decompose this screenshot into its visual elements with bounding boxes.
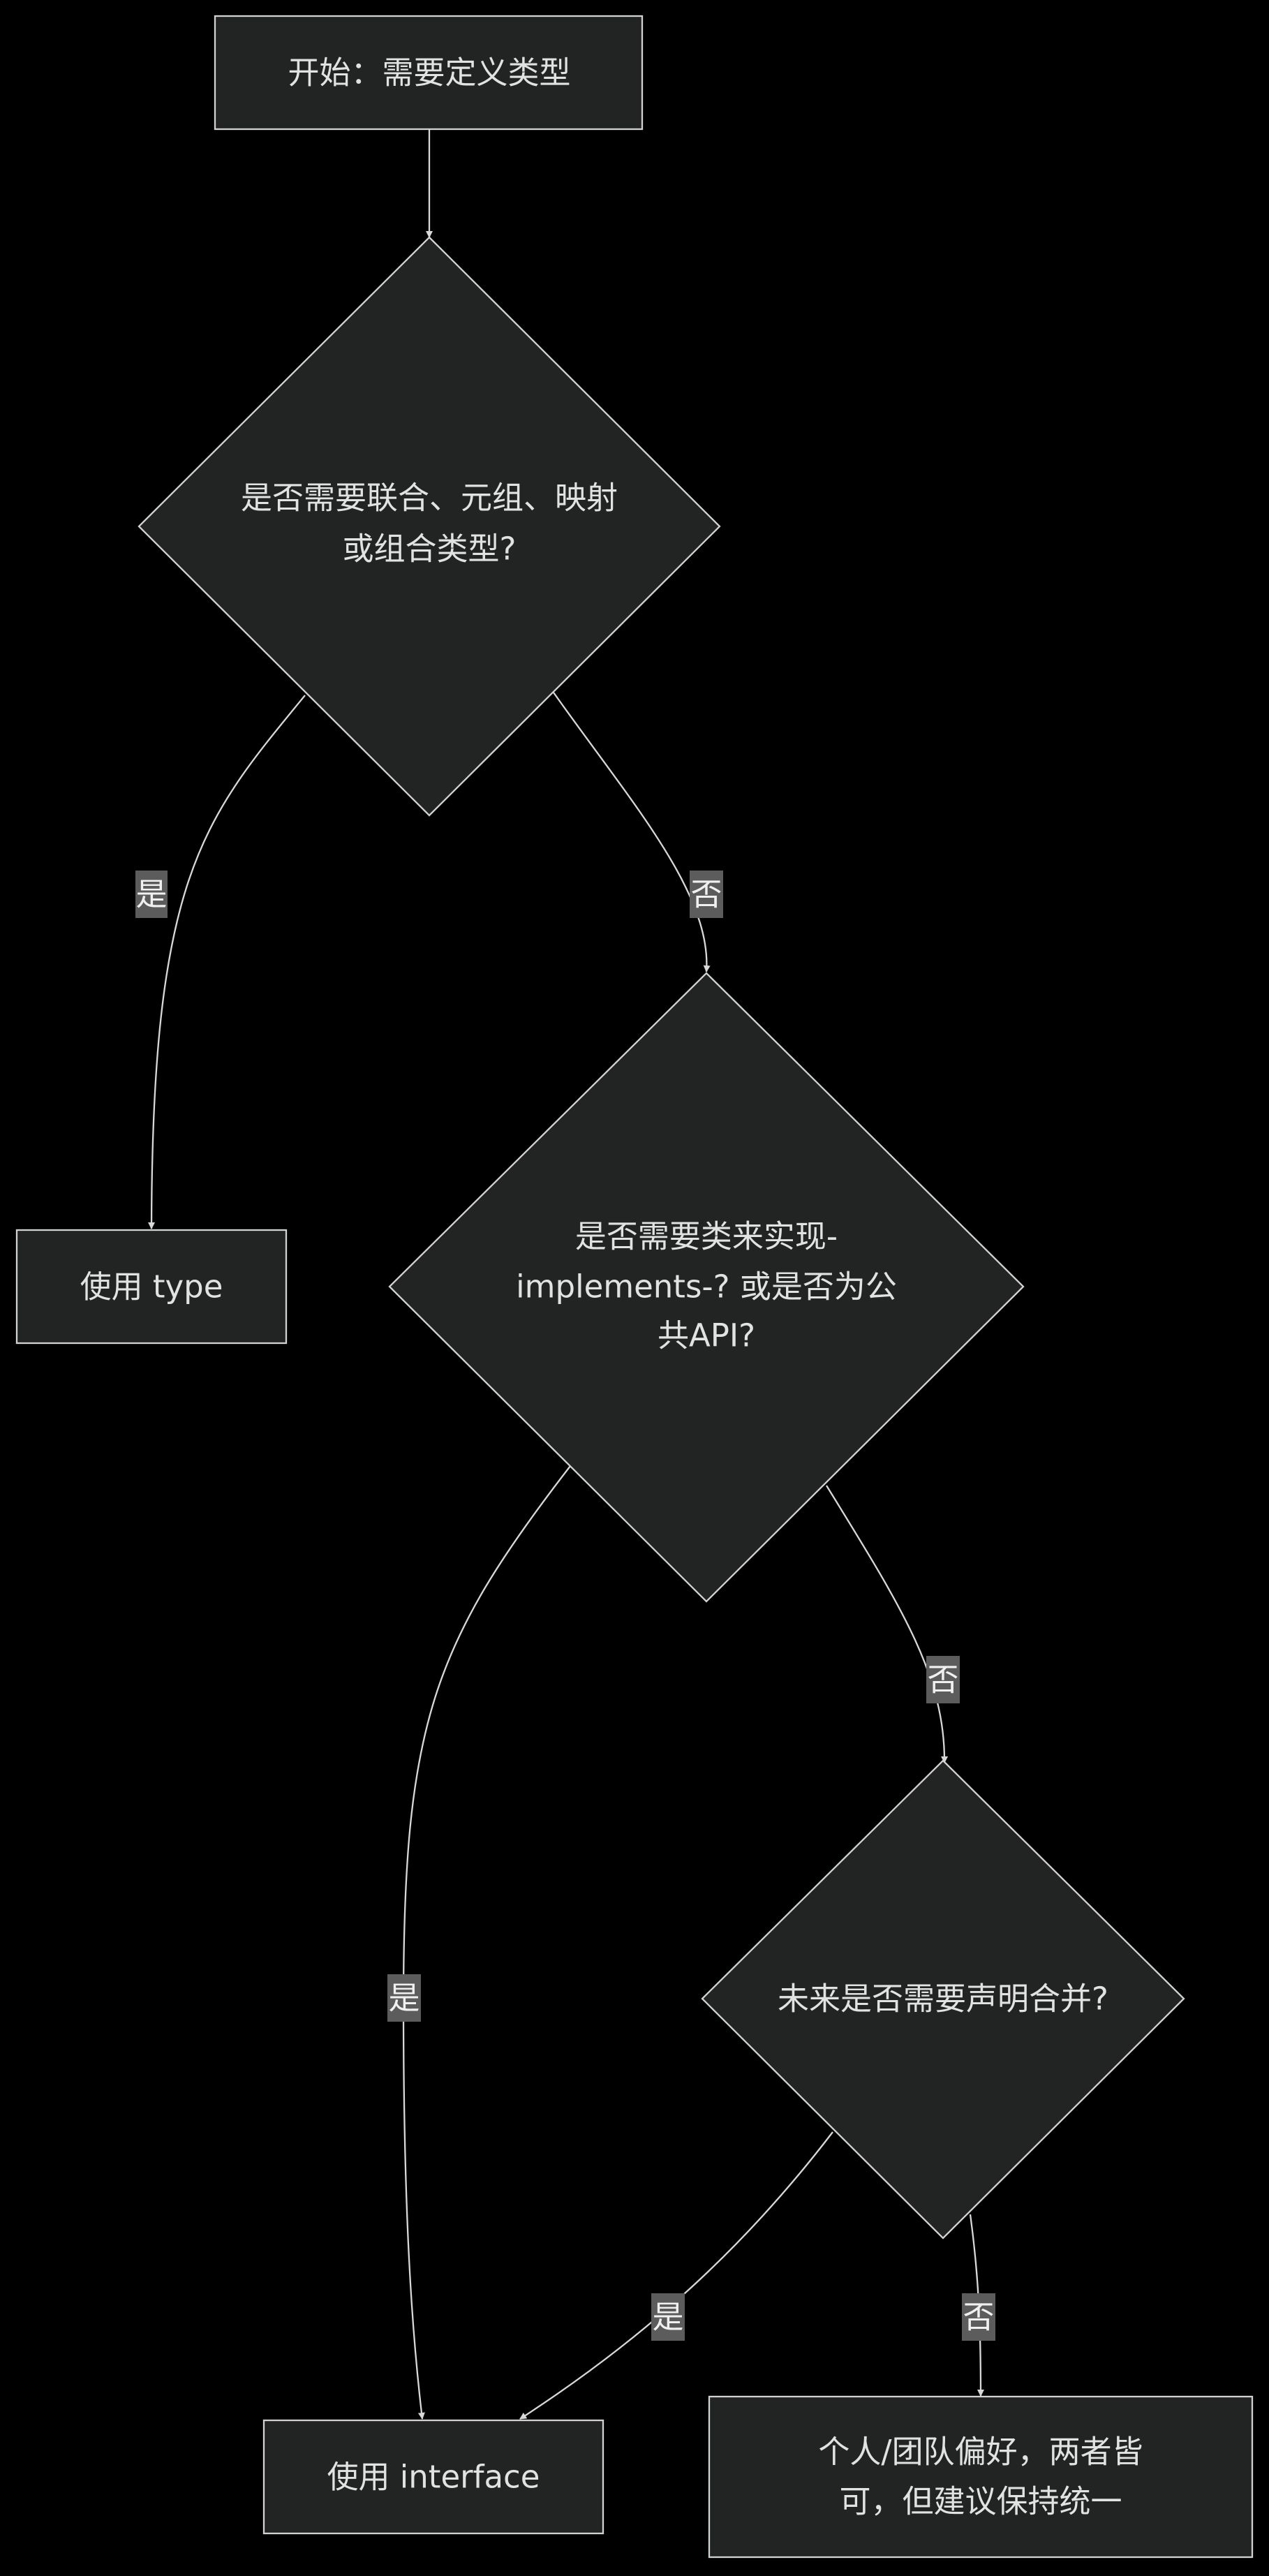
edge-label-q1-no-text: 否 <box>690 876 722 913</box>
q2-text-line1: 是否需要类来实现- <box>575 1218 838 1255</box>
edge-label-q1-yes-text: 是 <box>135 876 167 913</box>
edge-label-q3-yes-bg <box>651 2293 685 2341</box>
q1-text-line2: 或组合类型? <box>343 531 517 568</box>
q3-diamond <box>701 1759 1185 2240</box>
edge-q1-no-to-q2 <box>553 692 711 972</box>
preference-text-line1: 个人/团队偏好，两者皆 <box>818 2434 1143 2471</box>
start-text: 开始：需要定义类型 <box>288 54 570 91</box>
start-box <box>214 15 644 131</box>
use-interface-text: 使用 interface <box>327 2459 540 2496</box>
node-q1-decision: 是否需要联合、元组、映射 或组合类型? <box>138 236 721 817</box>
q3-text: 未来是否需要声明合并? <box>778 1981 1108 2018</box>
edge-label-q1-no: 否 <box>690 871 723 918</box>
use-type-box <box>15 1229 288 1345</box>
edge-label-q2-no-bg <box>926 1656 960 1703</box>
edge-q1-yes-to-use-type <box>148 695 306 1229</box>
node-start: 开始：需要定义类型 <box>214 15 644 131</box>
node-q2-decision: 是否需要类来实现- implements-? 或是否为公 共API? <box>388 972 1025 1603</box>
edge-label-q3-no-bg <box>962 2293 995 2341</box>
edge-label-q1-no-bg <box>690 871 723 918</box>
edges <box>148 130 984 2420</box>
q2-text-line2: implements-? 或是否为公 <box>516 1268 897 1305</box>
edge-q3-yes-to-use-interface <box>519 2131 833 2420</box>
q2-diamond <box>388 972 1025 1603</box>
edge-q2-yes-to-use-interface <box>402 1465 571 2420</box>
edge-label-q3-yes-text: 是 <box>652 2299 683 2336</box>
edge-label-q1-yes-bg <box>135 871 168 918</box>
use-interface-box <box>262 2419 604 2535</box>
edge-label-q2-yes-text: 是 <box>388 1980 420 2017</box>
edge-label-q3-no: 否 <box>962 2293 995 2341</box>
preference-text-line2: 可，但建议保持统一 <box>839 2483 1122 2520</box>
edge-label-q2-no: 否 <box>926 1656 960 1703</box>
edge-label-q2-yes-bg <box>387 1974 421 2022</box>
node-preference: 个人/团队偏好，两者皆 可，但建议保持统一 <box>708 2395 1254 2559</box>
preference-box <box>708 2395 1254 2559</box>
edge-label-q3-no-text: 否 <box>963 2299 994 2336</box>
q1-diamond <box>138 236 721 817</box>
edge-label-q1-yes: 是 <box>135 871 168 918</box>
node-use-type: 使用 type <box>15 1229 288 1345</box>
edge-label-q2-yes: 是 <box>387 1974 421 2022</box>
node-q3-decision: 未来是否需要声明合并? <box>701 1759 1185 2240</box>
edge-label-q2-no-text: 否 <box>927 1661 958 1698</box>
q2-text-line3: 共API? <box>658 1317 755 1354</box>
node-use-interface: 使用 interface <box>262 2419 604 2535</box>
edge-q2-no-to-q3 <box>826 1485 949 1763</box>
use-type-text: 使用 type <box>80 1268 223 1305</box>
q1-text-line1: 是否需要联合、元组、映射 <box>241 480 618 517</box>
edge-label-q3-yes: 是 <box>651 2293 685 2341</box>
